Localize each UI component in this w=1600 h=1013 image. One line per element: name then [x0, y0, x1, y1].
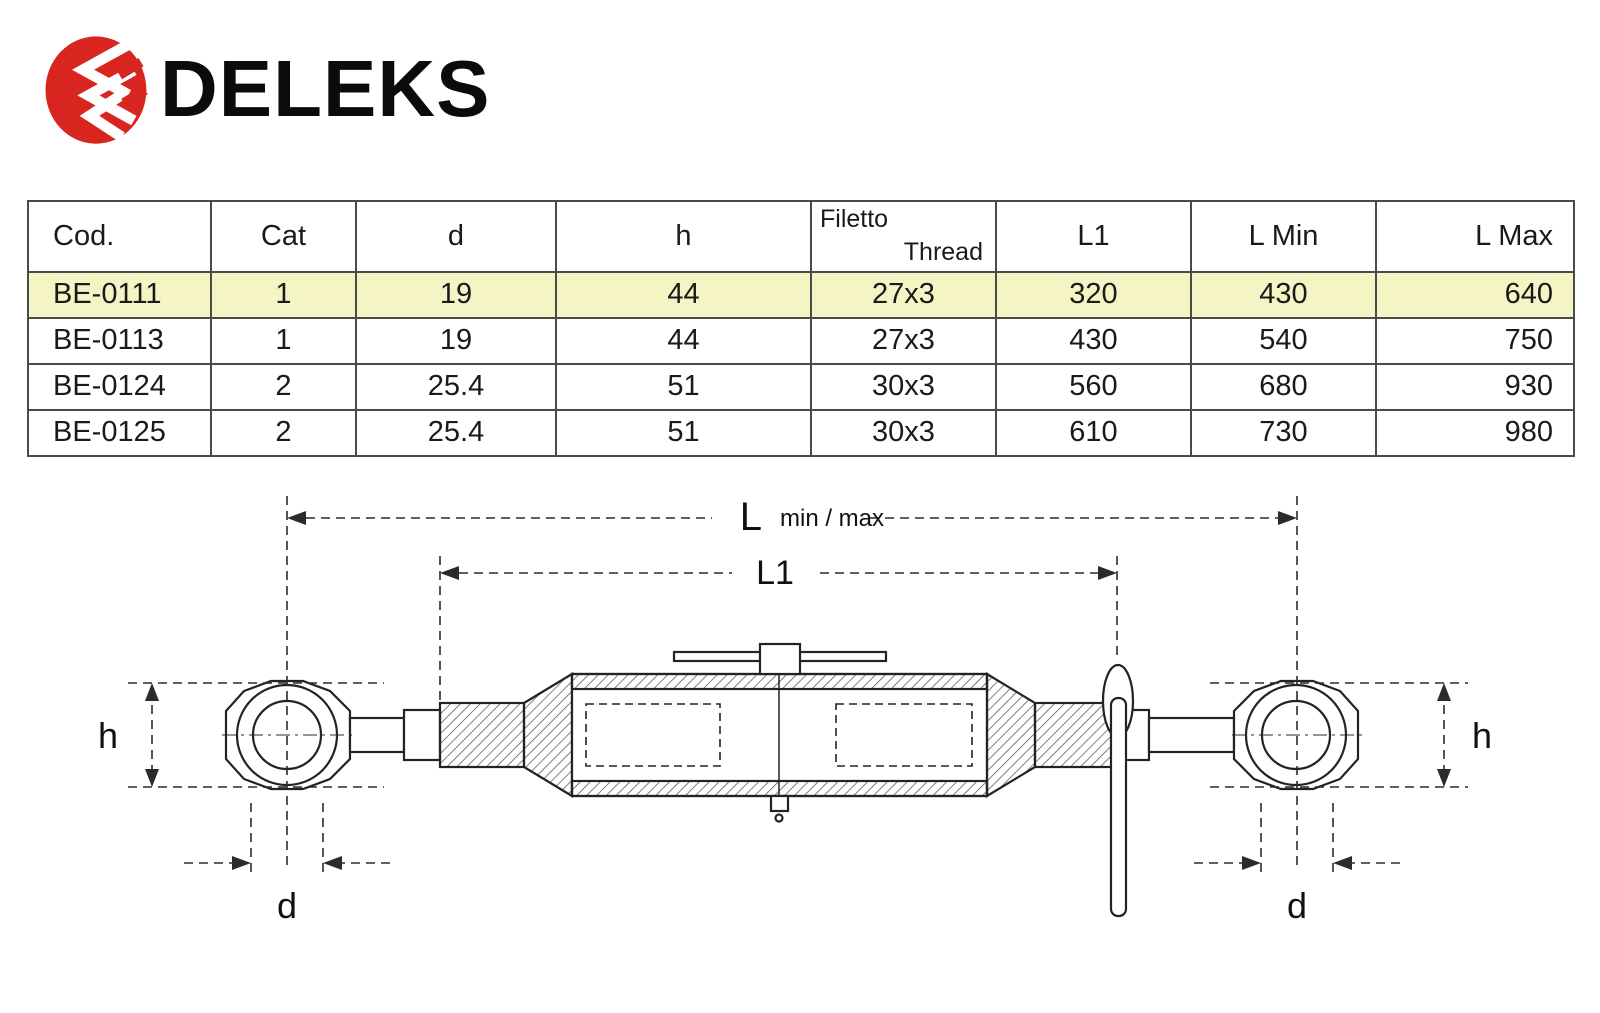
top-link-body	[224, 642, 1360, 918]
dimension-arrows	[145, 511, 1451, 870]
cell-lmin: 730	[1190, 408, 1377, 457]
table-row: BE-0124 2 25.4 51 30x3 560 680 930	[27, 362, 1575, 411]
cell-cat: 1	[210, 270, 357, 319]
cell-lmin: 430	[1190, 270, 1377, 319]
header-thread: Filetto Thread	[810, 200, 997, 273]
cell-l1: 560	[995, 362, 1192, 411]
header-thread-it: Filetto	[820, 205, 889, 233]
cell-d: 19	[355, 316, 557, 365]
brand-logo: DELEKS	[38, 30, 491, 148]
cell-cod: BE-0124	[27, 362, 212, 411]
spec-table: Cod. Cat d h Filetto Thread L1 L Min L M…	[27, 200, 1575, 457]
cell-h: 44	[555, 270, 812, 319]
cell-cat: 2	[210, 408, 357, 457]
header-thread-en: Thread	[903, 238, 983, 267]
header-cat: Cat	[210, 200, 357, 273]
cell-thread: 27x3	[810, 270, 997, 319]
cell-lmax: 930	[1375, 362, 1575, 411]
cell-d: 25.4	[355, 362, 557, 411]
cell-h: 51	[555, 408, 812, 457]
cell-h: 44	[555, 316, 812, 365]
header-lmax: L Max	[1375, 200, 1575, 273]
cell-l1: 320	[995, 270, 1192, 319]
grease-nipple-tip	[774, 813, 784, 823]
table-header-row: Cod. Cat d h Filetto Thread L1 L Min L M…	[27, 200, 1575, 273]
cell-thread: 30x3	[810, 408, 997, 457]
table-row: BE-0111 1 19 44 27x3 320 430 640	[27, 270, 1575, 319]
d-left-label: d	[277, 885, 297, 926]
cell-lmax: 980	[1375, 408, 1575, 457]
h-left-label: h	[98, 715, 118, 756]
table-row: BE-0113 1 19 44 27x3 430 540 750	[27, 316, 1575, 365]
cell-lmax: 640	[1375, 270, 1575, 319]
cell-lmin: 680	[1190, 362, 1377, 411]
header-cod: Cod.	[27, 200, 212, 273]
dimension-labels: L min / max L1 h h d d	[98, 495, 1492, 926]
hidden-thread-left	[585, 703, 721, 767]
cell-l1: 430	[995, 316, 1192, 365]
right-taper	[985, 672, 1037, 798]
cell-thread: 30x3	[810, 362, 997, 411]
tire-icon	[45, 36, 148, 144]
cell-h: 51	[555, 362, 812, 411]
l1-dim-label: L1	[756, 554, 794, 592]
cell-cat: 1	[210, 316, 357, 365]
left-taper	[522, 672, 574, 798]
hidden-thread-right	[835, 703, 973, 767]
cell-lmax: 750	[1375, 316, 1575, 365]
header-l1: L1	[995, 200, 1192, 273]
lever-handle	[1109, 696, 1128, 918]
cell-thread: 27x3	[810, 316, 997, 365]
header-lmin: L Min	[1190, 200, 1377, 273]
cell-lmin: 540	[1190, 316, 1377, 365]
brand-name: DELEKS	[160, 44, 491, 133]
cell-l1: 610	[995, 408, 1192, 457]
left-threaded-shank	[438, 701, 526, 769]
cell-cod: BE-0111	[27, 270, 212, 319]
l-dim-label: L	[740, 495, 762, 539]
dimension-lines	[128, 496, 1468, 876]
table-row: BE-0125 2 25.4 51 30x3 610 730 980	[27, 408, 1575, 457]
handle-boss	[758, 642, 802, 676]
header-h: h	[555, 200, 812, 273]
cell-d: 19	[355, 270, 557, 319]
d-right-label: d	[1287, 885, 1307, 926]
cell-cod: BE-0113	[27, 316, 212, 365]
cell-cat: 2	[210, 362, 357, 411]
left-shank	[348, 716, 406, 754]
grease-nipple	[769, 794, 790, 813]
right-shank	[1147, 716, 1236, 754]
cell-d: 25.4	[355, 408, 557, 457]
cell-cod: BE-0125	[27, 408, 212, 457]
left-collar	[402, 708, 442, 762]
l-dim-sublabel: min / max	[780, 505, 884, 532]
technical-drawing: L min / max L1 h h d d	[72, 468, 1522, 1008]
header-d: d	[355, 200, 557, 273]
h-right-label: h	[1472, 715, 1492, 756]
